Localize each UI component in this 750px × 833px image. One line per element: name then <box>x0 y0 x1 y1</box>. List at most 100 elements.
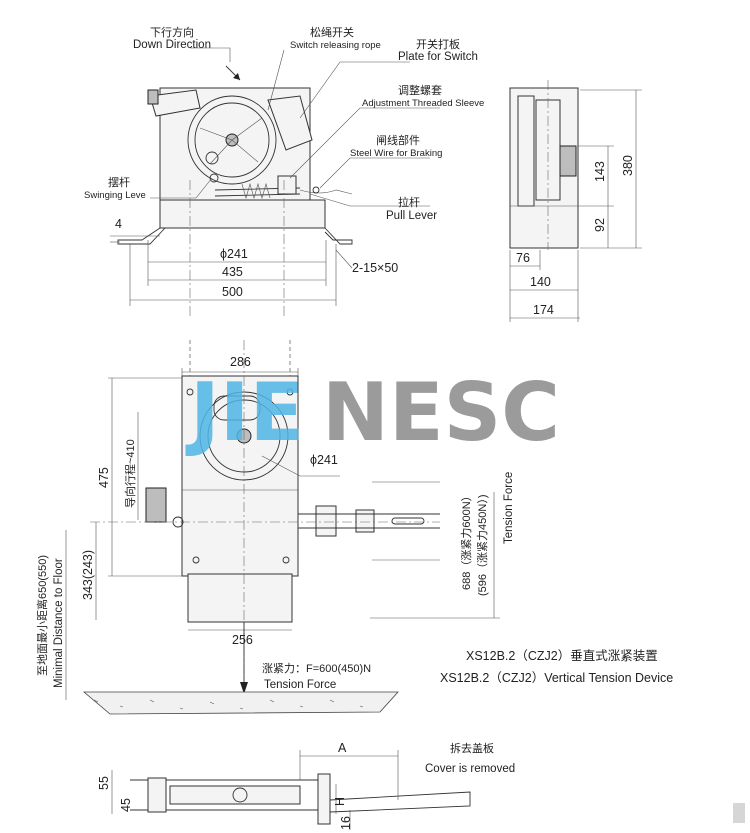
rail-web <box>372 481 440 561</box>
cover-bracket <box>317 773 331 825</box>
label-down-direction-cn: 下行方向 <box>150 25 194 39</box>
label-cover-removed-en: Cover is removed <box>425 763 515 775</box>
front-bolt-3 <box>192 556 200 564</box>
dim-256: 256 <box>232 633 253 647</box>
cover-roller <box>232 787 248 803</box>
sheave-inner <box>194 102 270 178</box>
floor-speckles <box>93 699 364 710</box>
watermark-left: JIE <box>185 366 304 459</box>
labels: 下行方向 Down Direction 松绳开关 Switch releasin… <box>35 25 673 830</box>
dim-92: 92 <box>593 218 607 232</box>
front-view-assembly <box>90 340 440 690</box>
dim-435: 435 <box>222 265 243 279</box>
rail-bar <box>298 513 440 529</box>
dim-A: A <box>338 741 347 755</box>
dim-16: 16 <box>339 816 353 830</box>
leader-steel-wire <box>319 157 430 189</box>
leader-down-direction <box>190 47 231 62</box>
dim-286: 286 <box>230 355 251 369</box>
label-swing-lever-en: Swinging Leve <box>84 190 146 201</box>
label-cover-removed-cn: 拆去盖板 <box>450 741 494 755</box>
dim-76: 76 <box>516 251 530 265</box>
rail-clamp <box>315 505 337 537</box>
dim-143: 143 <box>593 161 607 182</box>
leader-phi241 <box>261 455 340 477</box>
leader-adjust-sleeve <box>289 107 440 179</box>
wire-clamp <box>312 186 320 194</box>
floor-outline <box>82 691 399 715</box>
side-view-assembly <box>117 47 440 318</box>
dim-380: 380 <box>621 155 635 176</box>
dim-4: 4 <box>115 217 122 231</box>
label-pull-lever-en: Pull Lever <box>386 210 437 222</box>
down-arrow-head <box>233 73 240 80</box>
label-min-distance-cn: 至地面最小距离650(550) <box>35 555 49 676</box>
label-steel-wire-cn: 闸线部件 <box>376 133 420 147</box>
label-plate-switch-en: Plate for Switch <box>398 51 478 63</box>
label-adj-sleeve-cn: 调整螺套 <box>398 83 442 97</box>
label-min-distance-en: Minimal Distance to Floor <box>53 558 65 688</box>
label-pull-lever-cn: 拉杆 <box>398 195 420 209</box>
rail-bracket <box>355 509 375 533</box>
dim-475: 475 <box>97 467 111 488</box>
cover-switch <box>147 777 167 813</box>
mounting-bracket <box>159 199 326 229</box>
tension-arrow-head <box>240 682 248 694</box>
leader-bolts <box>335 249 353 269</box>
switch-box <box>267 95 313 151</box>
leader-switch-rope <box>267 49 285 111</box>
front-view-weight <box>187 573 293 623</box>
end-view-assembly <box>509 80 642 322</box>
cover-removed-view <box>111 750 471 830</box>
front-bolt-2 <box>286 388 294 396</box>
adjust-spring <box>241 182 271 200</box>
leader-swing-lever <box>150 177 213 199</box>
floor-hatch <box>82 691 399 715</box>
title-en: XS12B.2（CZJ2）Vertical Tension Device <box>440 671 673 685</box>
label-tension-force-cn: 涨紧力：F=600(450)N <box>262 662 371 675</box>
dim-45: 45 <box>119 798 133 812</box>
label-steel-wire-en: Steel Wire for Braking <box>350 148 442 159</box>
label-switch-rope-en: Switch releasing rope <box>290 40 381 51</box>
dim-phi241-top: ϕ241 <box>220 247 248 261</box>
threaded-sleeve <box>277 175 297 195</box>
title-cn: XS12B.2（CZJ2）垂直式涨紧装置 <box>466 648 658 663</box>
dim-55: 55 <box>97 776 111 790</box>
cover-body <box>169 785 301 805</box>
label-adj-sleeve-en: Adjustment Threaded Sleeve <box>362 98 484 109</box>
dim-phi241-front: ϕ241 <box>310 453 338 467</box>
dim-H: H <box>333 797 347 806</box>
watermark: JIE NESC <box>185 366 560 459</box>
watermark-right: NESC <box>322 366 560 459</box>
front-bolt-1 <box>186 388 194 396</box>
front-sheave-window <box>213 395 261 421</box>
swing-lever-knob <box>147 89 159 105</box>
label-plate-switch-cn: 开关打板 <box>416 37 460 51</box>
pivot-bolt-2 <box>209 173 219 183</box>
swinging-lever <box>149 89 201 117</box>
rail-slot <box>391 517 425 525</box>
dim-guide-stroke: 导向行程~410 <box>123 439 137 508</box>
dim-343: 343(243) <box>81 550 95 600</box>
label-tension-596: (596（涨紧力450N）) <box>476 495 489 596</box>
label-swing-lever-cn: 摆杆 <box>108 175 130 189</box>
leader-pull-lever <box>309 193 430 207</box>
end-view-plate <box>517 95 535 207</box>
sheave-outer <box>187 95 277 185</box>
front-switch-box <box>145 487 167 523</box>
base-plate-left <box>117 199 166 245</box>
label-tension-force-en: Tension Force <box>264 679 336 691</box>
dim-500: 500 <box>222 285 243 299</box>
dim-bolts: 2-15×50 <box>352 261 398 275</box>
dim-140: 140 <box>530 275 551 289</box>
side-view-dimensions <box>110 235 353 306</box>
front-bolt-4 <box>282 556 290 564</box>
corner-mark <box>733 803 745 823</box>
front-view-dimensions <box>65 368 500 700</box>
label-tension-force-side: Tension Force <box>503 472 515 544</box>
leader-plate-switch <box>299 61 410 119</box>
label-switch-rope-cn: 松绳开关 <box>310 25 354 39</box>
cover-plate <box>329 791 471 813</box>
